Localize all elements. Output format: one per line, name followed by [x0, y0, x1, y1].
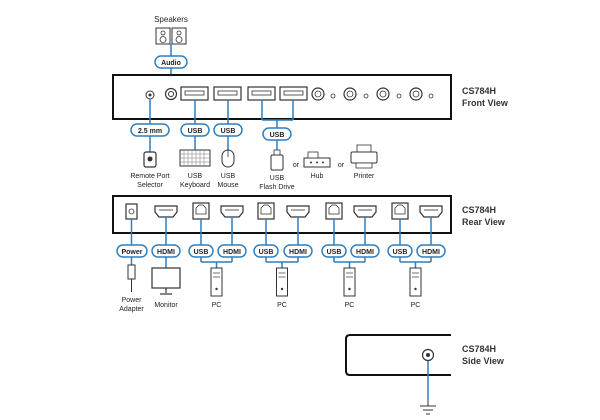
speakers-icon [155, 27, 187, 45]
side-view-title: CS784H [462, 344, 496, 354]
pc3-ports [325, 202, 377, 220]
hub-label: Hub [311, 173, 324, 180]
printer-icon [350, 144, 378, 169]
pc4-usb-badge-label: USB [393, 249, 408, 256]
pc4-icon [409, 267, 422, 297]
pc2-hdmi-badge-label: HDMI [289, 249, 307, 256]
flash-label-2: Flash Drive [259, 184, 295, 191]
power-adapter-icon [127, 264, 136, 292]
pc2-usb-badge-label: USB [259, 249, 274, 256]
speakers-label: Speakers [154, 15, 188, 24]
hdmi-monitor-badge: HDMI [151, 244, 181, 258]
pc4-hdmi-badge-label: HDMI [422, 249, 440, 256]
audio-badge-label: Audio [161, 60, 181, 67]
power-jack-icon [125, 203, 138, 220]
pc1-hdmi-badge-label: HDMI [223, 249, 241, 256]
hdmi-monitor-badge-label: HDMI [157, 249, 175, 256]
mouse-label-1: USB [221, 173, 236, 180]
usb-port-hub-2-icon [279, 86, 308, 101]
pc3-hdmi-badge-label: HDMI [356, 249, 374, 256]
audio-badge: Audio [154, 55, 188, 69]
pc1-badges: USB HDMI [188, 244, 247, 258]
power-badge: Power [116, 244, 148, 258]
usb-port-mouse-icon [213, 86, 242, 101]
pc4-label: PC [411, 302, 421, 309]
rear-view-subtitle: Rear View [462, 217, 506, 227]
monitor-icon [151, 267, 181, 295]
port-select-buttons [311, 87, 434, 101]
mouse-icon [221, 149, 235, 168]
remote-port-icon [145, 90, 155, 100]
pc3-icon [343, 267, 356, 297]
pc1-usb-badge-label: USB [194, 249, 209, 256]
side-panel [345, 334, 451, 376]
grounding-terminal-icon [421, 348, 435, 362]
usb-port-hub-1-icon [247, 86, 276, 101]
or-label-2: or [338, 162, 345, 169]
flash-label-1: USB [270, 175, 285, 182]
usb-mouse-badge-label: USB [221, 128, 236, 135]
usb-mouse-badge: USB [213, 123, 243, 137]
usb-hub-badge: USB [262, 127, 292, 141]
power-badge-label: Power [121, 249, 142, 256]
mouse-label-2: Mouse [217, 182, 238, 189]
rear-view-title: CS784H [462, 205, 496, 215]
keyboard-label-2: Keyboard [180, 182, 210, 189]
remote-badge-label: 2.5 mm [138, 128, 162, 135]
usb-port-keyboard-icon [180, 86, 209, 101]
pc3-usb-badge-label: USB [327, 249, 342, 256]
side-view-subtitle: Side View [462, 356, 505, 366]
remote-badge: 2.5 mm [130, 123, 170, 137]
printer-label: Printer [354, 173, 375, 180]
usb-keyboard-badge-label: USB [188, 128, 203, 135]
pc2-label: PC [277, 302, 287, 309]
usb-keyboard-badge: USB [180, 123, 210, 137]
pc4-badges: USB HDMI [387, 244, 446, 258]
remote-selector-label-1: Remote Port [130, 173, 169, 180]
front-view-subtitle: Front View [462, 98, 509, 108]
pc4-ports [391, 202, 443, 220]
keyboard-label-1: USB [188, 173, 203, 180]
usb-hub-badge-label: USB [270, 132, 285, 139]
keyboard-icon [179, 149, 211, 167]
pc1-icon [210, 267, 223, 297]
hub-icon [303, 151, 331, 168]
monitor-label: Monitor [154, 302, 178, 309]
power-adapter-label-1: Power [122, 297, 143, 304]
power-adapter-label-2: Adapter [119, 306, 144, 313]
pc2-badges: USB HDMI [253, 244, 313, 258]
remote-port-selector-icon [143, 151, 157, 168]
pc3-label: PC [345, 302, 355, 309]
hdmi-out-port-icon [154, 205, 178, 218]
or-label-1: or [293, 162, 300, 169]
audio-jack-icon [164, 87, 178, 101]
front-view-title: CS784H [462, 86, 496, 96]
pc2-icon [276, 267, 288, 297]
ground-symbol-icon [420, 400, 436, 415]
pc1-label: PC [212, 302, 222, 309]
pc2-ports [257, 202, 310, 220]
flash-drive-icon [270, 149, 284, 171]
remote-selector-label-2: Selector [137, 182, 163, 189]
pc3-badges: USB HDMI [321, 244, 380, 258]
